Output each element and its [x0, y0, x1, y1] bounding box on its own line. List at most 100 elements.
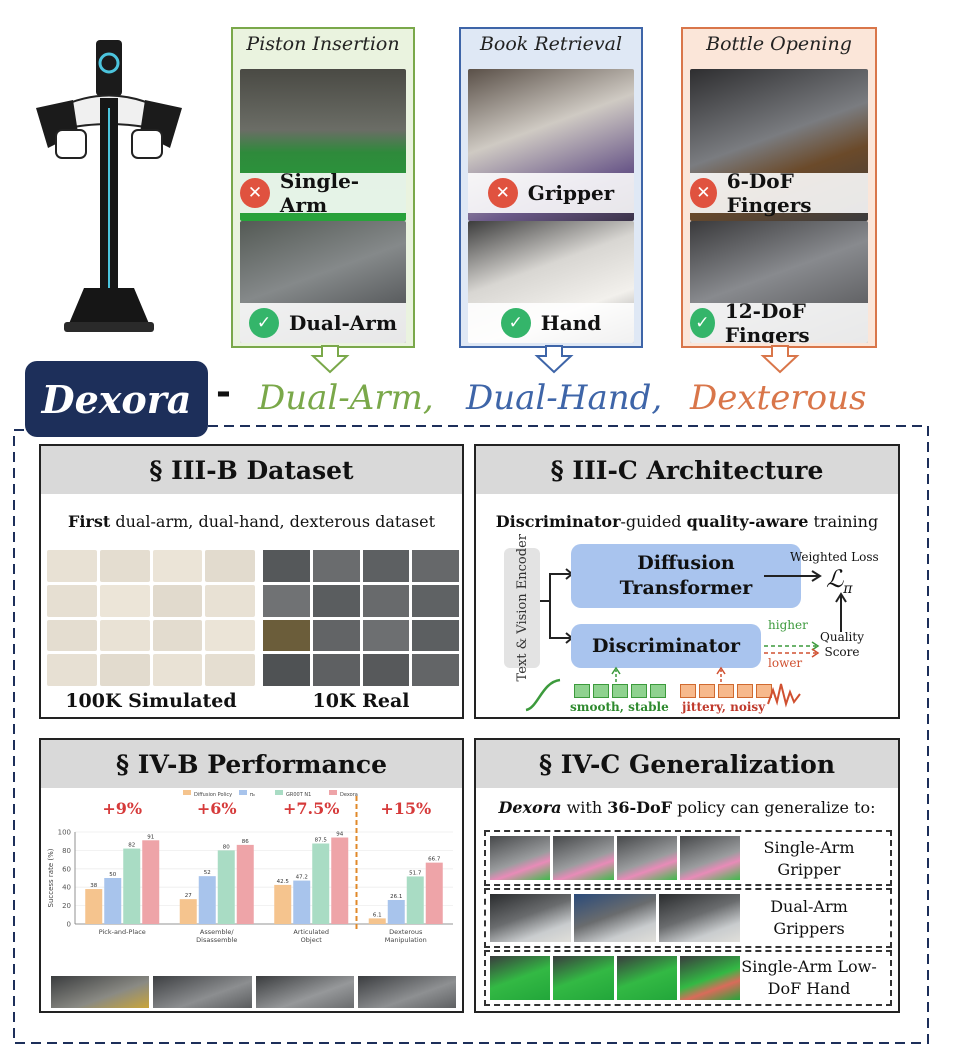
bar	[387, 899, 405, 924]
bar	[198, 876, 216, 924]
task-photo-fail: ✕ Gripper	[468, 69, 634, 221]
bar	[142, 840, 160, 924]
gain-label: +6%	[197, 799, 237, 818]
section-title: § III-C Architecture	[476, 446, 898, 494]
bar	[85, 889, 103, 924]
y-tick-label: 60	[62, 865, 71, 873]
bar-value-label: 82	[128, 843, 135, 849]
bar-value-label: 38	[90, 883, 97, 889]
legend-swatch	[239, 790, 247, 795]
bar	[293, 880, 311, 924]
legend-swatch	[275, 790, 283, 795]
brand-name: Dexora	[41, 376, 192, 422]
arrow-down-icon	[534, 345, 574, 374]
tagline-dexterous: Dexterous	[690, 378, 867, 418]
encoder-block: Text & Vision Encoder	[504, 534, 540, 682]
bar	[368, 918, 386, 924]
smooth-curve-icon	[525, 678, 561, 712]
y-axis-label: Success rate (%)	[47, 848, 55, 907]
bar-value-label: 66.7	[428, 857, 441, 863]
y-tick-label: 0	[67, 921, 71, 929]
gain-label: +15%	[380, 799, 431, 818]
bar-value-label: 52	[204, 870, 211, 876]
sim-label: 100K Simulated	[65, 690, 237, 712]
cross-icon: ✕	[487, 178, 518, 208]
cross-icon: ✕	[240, 178, 270, 208]
success-label: Dual-Arm	[289, 311, 397, 335]
higher-label: higher	[768, 618, 808, 632]
flow-arrows	[764, 570, 847, 658]
bar	[425, 862, 443, 924]
sim-grid	[47, 550, 255, 686]
category-label: Dexterous	[389, 928, 423, 936]
bar-value-label: 86	[242, 839, 249, 845]
noisy-curve-icon	[767, 683, 801, 708]
task-panel-bottle: Bottle Opening ✕6-DoF Fingers ✓ 12-DoF Fi…	[681, 27, 877, 348]
tagline-dual-arm: Dual-Arm,	[258, 378, 434, 418]
fail-label: Gripper	[527, 181, 615, 205]
gain-label: +9%	[102, 799, 142, 818]
arrow-down-icon	[760, 345, 800, 374]
task-panel-book: Book Retrieval ✕Gripper ✓Hand	[459, 27, 643, 348]
task-photo-success: ✓Hand	[468, 221, 634, 343]
architecture-subtitle: Discriminator-guided quality-aware train…	[495, 512, 879, 531]
bar	[217, 850, 235, 924]
bar-value-label: 91	[147, 834, 154, 840]
check-icon: ✓	[500, 308, 531, 338]
gen-label: Single-Arm Low-DoF Hand	[741, 957, 877, 998]
brand-dash: -	[216, 372, 231, 413]
bar-value-label: 47.2	[296, 875, 308, 881]
task-photo-success: ✓Dual-Arm	[240, 221, 406, 343]
bar-value-label: 87.5	[315, 838, 328, 844]
fail-label: 6-DoF Fingers	[726, 169, 812, 217]
guidance-arrows	[611, 666, 726, 682]
y-tick-label: 80	[62, 847, 71, 855]
legend-swatch	[183, 790, 191, 795]
bar-value-label: 42.5	[277, 879, 290, 885]
bar-value-label: 94	[336, 832, 343, 838]
category-label: Object	[301, 936, 323, 944]
task-photo-fail: ✕6-DoF Fingers	[690, 69, 868, 221]
bar	[274, 884, 292, 924]
smooth-token-row	[574, 684, 666, 698]
generalization-subtitle: Dexora with 36-DoF policy can generalize…	[498, 798, 876, 817]
bar	[236, 844, 254, 924]
task-photo-success: ✓ 12-DoF Fingers	[690, 221, 868, 343]
gain-label: +7.5%	[283, 799, 339, 818]
discriminator-block: Discriminator	[571, 624, 761, 668]
legend-label: GR00T N1	[286, 792, 311, 798]
section-title: § IV-C Generalization	[476, 740, 898, 788]
bar-value-label: 80	[223, 844, 230, 850]
success-label: 12-DoF Fingers	[724, 299, 810, 343]
task-title: Bottle Opening	[706, 33, 852, 55]
check-icon: ✓	[690, 308, 715, 338]
bar	[104, 878, 122, 924]
jittery-token-row	[680, 684, 772, 698]
task-panel-piston: Piston Insertion ✕Single-Arm ✓Dual-Arm	[231, 27, 415, 348]
weighted-loss-label: Weighted Loss	[790, 550, 879, 564]
real-label: 10K Real	[312, 690, 410, 712]
y-tick-label: 40	[62, 884, 71, 892]
legend-label: π₀	[250, 792, 255, 798]
fail-label: Single-Arm	[279, 169, 360, 217]
bar-value-label: 26.1	[390, 894, 402, 900]
bar	[123, 848, 141, 924]
diffusion-transformer-block: Diffusion Transformer	[571, 544, 801, 608]
robot-illustration	[36, 40, 182, 332]
dataset-section: § III-B Dataset First dual-arm, dual-han…	[39, 444, 464, 719]
dataset-subtitle: First dual-arm, dual-hand, dexterous dat…	[67, 512, 436, 531]
bar	[179, 899, 197, 924]
gen-row-single-arm-low-dof-hand: Single-Arm Low-DoF Hand	[484, 950, 892, 1006]
category-label: Assemble/	[200, 928, 234, 936]
bar-value-label: 50	[109, 872, 116, 878]
gen-label: Dual-Arm Grippers	[770, 897, 848, 938]
bar	[312, 843, 330, 924]
y-tick-label: 20	[62, 902, 71, 910]
bar-value-label: 51.7	[409, 870, 422, 876]
loss-symbol: ℒπ	[826, 565, 853, 597]
bar-value-label: 6.1	[373, 912, 382, 918]
gen-row-single-arm-gripper: Single-Arm Gripper	[484, 830, 892, 886]
smooth-label: smooth, stable	[570, 700, 669, 714]
